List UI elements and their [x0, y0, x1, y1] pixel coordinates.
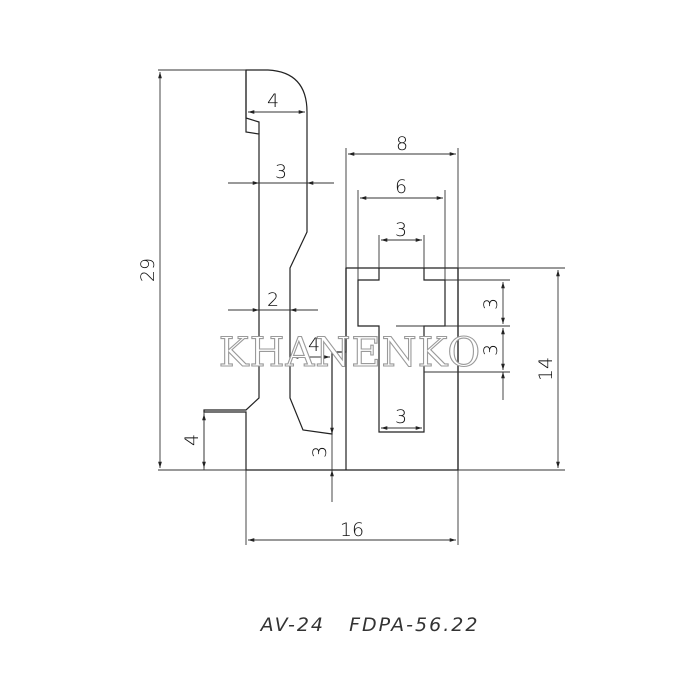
dim-label-cross-right-upper: 3	[480, 298, 502, 310]
dim-label-overall-width: 16	[340, 519, 364, 541]
dimension-lines	[158, 72, 560, 542]
extension-lines	[158, 69, 565, 545]
dim-label-lower-thickness: 2	[267, 289, 279, 311]
dim-label-upper-thickness: 3	[275, 161, 287, 183]
profile-left-inner-step	[245, 70, 260, 134]
dim-label-slot-inner-width: 6	[395, 176, 407, 198]
dim-label-slot-outer-width: 8	[396, 133, 408, 155]
dim-label-base-height: 4	[181, 434, 203, 446]
dim-label-cross-bottom: 3	[395, 406, 407, 428]
dim-label-mid-gap: 4	[308, 334, 320, 356]
dim-label-slot-height: 14	[535, 357, 557, 381]
dim-label-29: 29	[137, 258, 159, 282]
dim-label-cross-right-lower: 3	[480, 344, 502, 356]
watermark-logo: KHANENKO	[219, 330, 481, 376]
profile-left-rib-outline	[203, 69, 459, 471]
chamber-outline	[345, 268, 459, 470]
drawing-caption: AV-24 FDPA-56.22	[259, 614, 480, 636]
dim-label-cross-top: 3	[395, 219, 407, 241]
cross-slot-outline	[357, 268, 446, 433]
dim-label-bottom-gap: 3	[309, 446, 331, 458]
dim-label-top-width: 4	[267, 90, 279, 112]
